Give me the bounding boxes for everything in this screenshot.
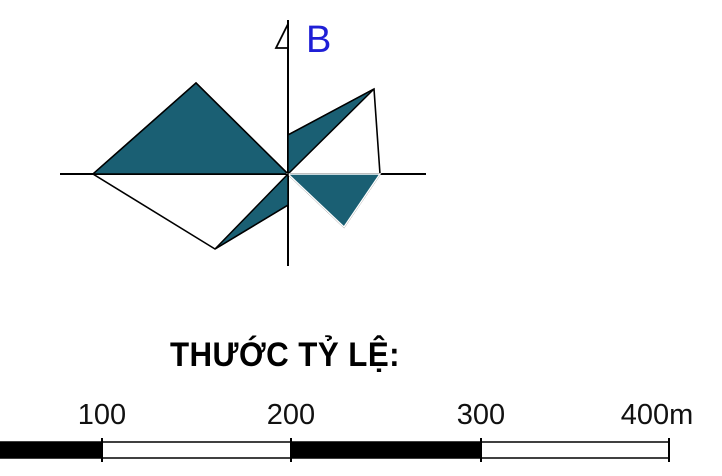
scale-title: THƯỚC TỶ LỆ: bbox=[170, 335, 400, 374]
wind-rose-sector-east-southeast bbox=[286, 173, 382, 229]
scale-label-100: 100 bbox=[78, 399, 126, 431]
scale-segment-1 bbox=[0, 441, 103, 459]
scale-segment-3 bbox=[290, 441, 482, 459]
north-flag-icon bbox=[274, 23, 289, 49]
wind-rose-sector-north-northeast bbox=[287, 88, 375, 176]
scale-label-200: 200 bbox=[267, 399, 315, 431]
scale-segment-4 bbox=[480, 441, 670, 459]
scale-segment-2 bbox=[101, 441, 292, 459]
wind-rose-sector-west-northwest bbox=[91, 81, 290, 175]
scale-bar bbox=[0, 438, 670, 462]
wind-rose-sector-south-southwest bbox=[214, 172, 289, 250]
scale-label-400m: 400m bbox=[621, 399, 694, 431]
wind-rose: B bbox=[60, 19, 426, 266]
north-label: B bbox=[306, 19, 331, 61]
scale-label-300: 300 bbox=[457, 399, 505, 431]
scale-labels: 100 200 300 400m bbox=[78, 399, 693, 431]
